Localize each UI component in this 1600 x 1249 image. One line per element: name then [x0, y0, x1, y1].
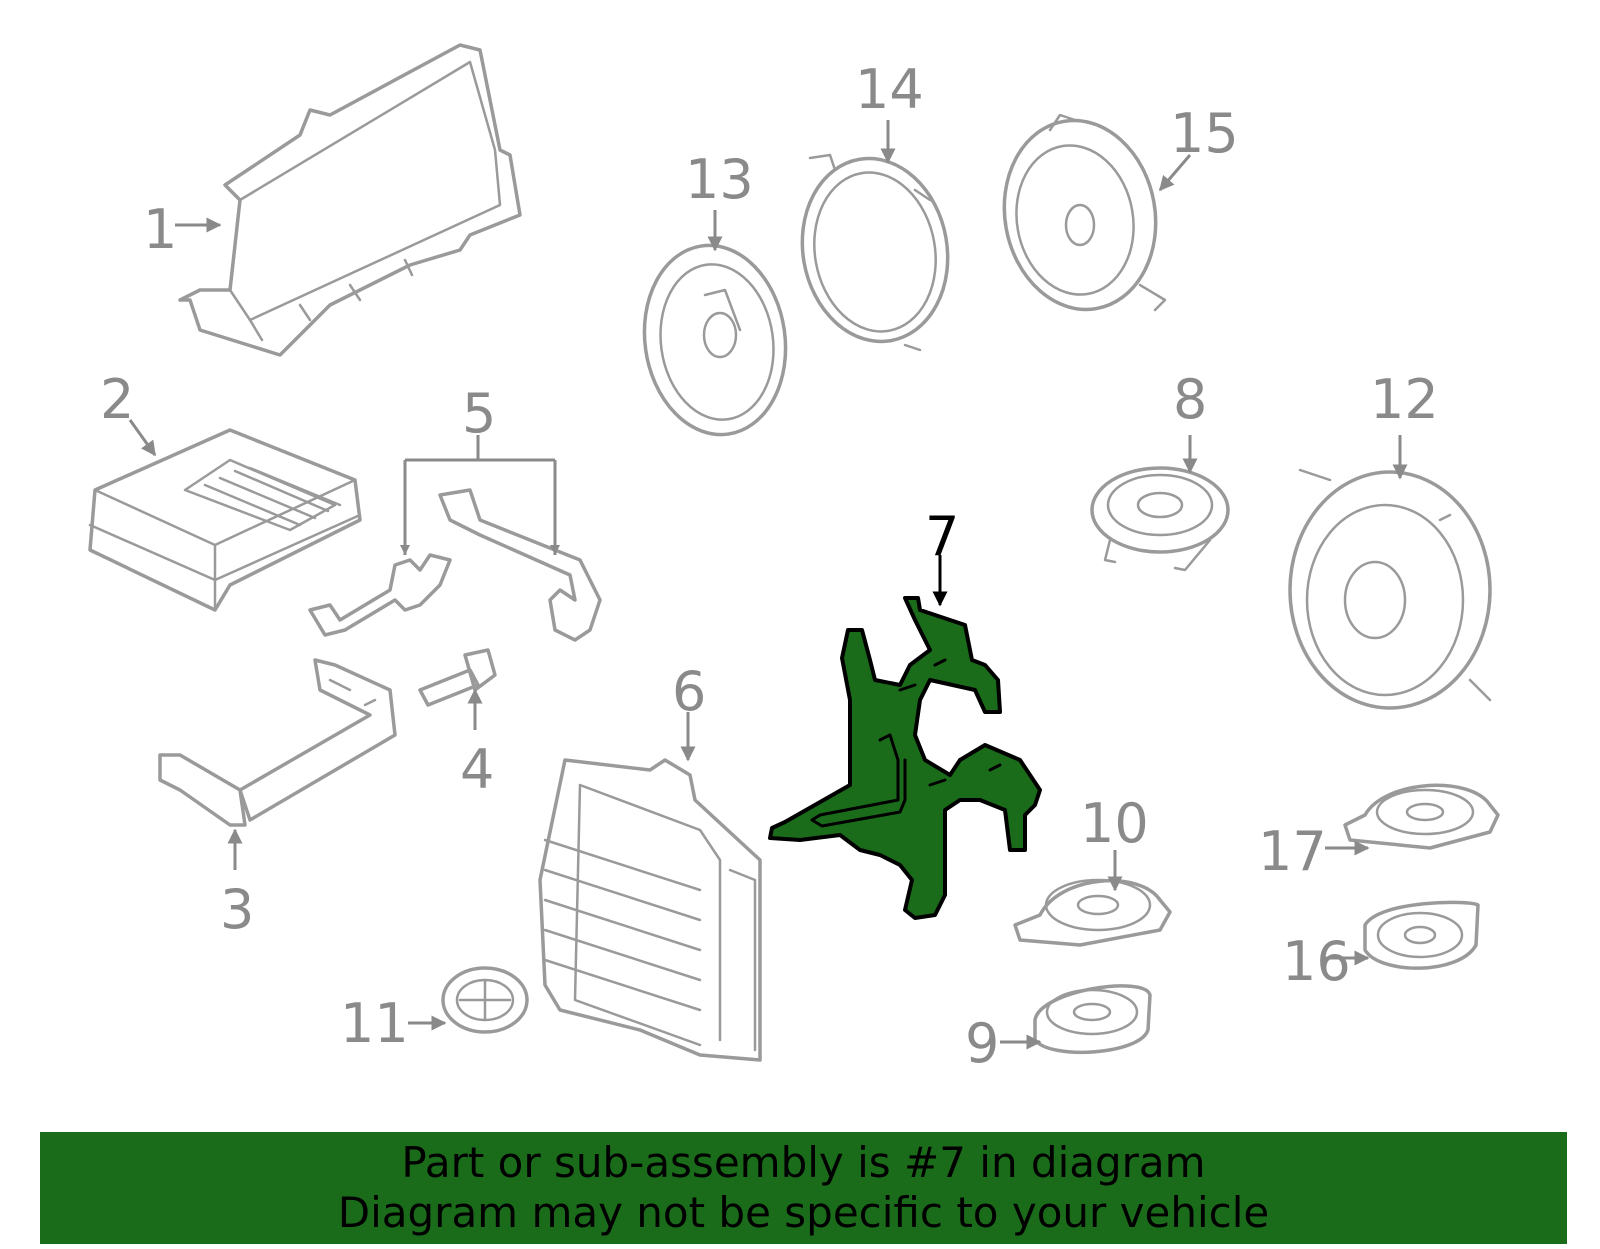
callout-4[interactable]: 4 [460, 738, 494, 801]
leader-lines [128, 120, 1408, 1050]
callout-16[interactable]: 16 [1282, 930, 1351, 993]
callout-7[interactable]: 7 [925, 505, 959, 568]
part-1-display[interactable] [178, 43, 522, 357]
callout-10[interactable]: 10 [1080, 792, 1149, 855]
part-8-tweeter[interactable] [1090, 466, 1230, 572]
callout-3[interactable]: 3 [220, 878, 254, 941]
info-banner: Part or sub-assembly is #7 in diagram Di… [40, 1132, 1567, 1244]
callout-8[interactable]: 8 [1173, 368, 1207, 431]
part-2-module[interactable] [88, 428, 362, 612]
part-14-spacer-ring[interactable] [788, 147, 962, 353]
part-5-harness[interactable] [308, 488, 602, 642]
banner-line-2: Diagram may not be specific to your vehi… [337, 1188, 1270, 1237]
callout-15[interactable]: 15 [1170, 102, 1239, 165]
callout-labels: 1 2 3 4 5 6 7 8 9 10 11 12 13 14 15 16 1… [100, 58, 1439, 1075]
part-3-bracket[interactable] [158, 658, 397, 827]
part-9-speaker[interactable] [1033, 984, 1152, 1055]
callout-13[interactable]: 13 [685, 148, 754, 211]
callout-1[interactable]: 1 [143, 198, 177, 261]
callout-17[interactable]: 17 [1258, 820, 1327, 883]
callout-6[interactable]: 6 [672, 660, 706, 723]
part-10-speaker[interactable] [1013, 878, 1172, 947]
part-6-amplifier[interactable] [538, 758, 762, 1062]
callout-9[interactable]: 9 [965, 1012, 999, 1075]
part-11-tweeter[interactable] [441, 966, 529, 1034]
part-4-bolt[interactable] [418, 648, 497, 707]
part-7-highlighted-bracket[interactable] [768, 596, 1042, 920]
part-17-speaker[interactable] [1343, 783, 1500, 850]
callout-5[interactable]: 5 [462, 382, 496, 445]
callout-12[interactable]: 12 [1370, 368, 1439, 431]
callout-11[interactable]: 11 [340, 992, 409, 1055]
part-13-speaker[interactable] [632, 236, 797, 444]
callout-14[interactable]: 14 [855, 58, 924, 121]
banner-line-1: Part or sub-assembly is #7 in diagram [401, 1138, 1206, 1187]
part-15-speaker[interactable] [990, 108, 1171, 321]
part-16-speaker[interactable] [1363, 900, 1480, 970]
callout-2[interactable]: 2 [100, 368, 134, 431]
part-12-speaker[interactable] [1288, 468, 1492, 710]
